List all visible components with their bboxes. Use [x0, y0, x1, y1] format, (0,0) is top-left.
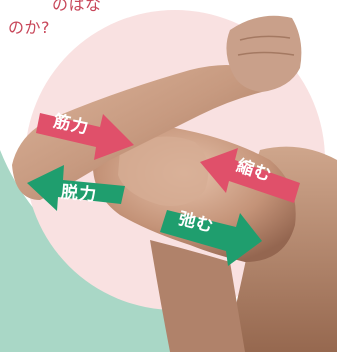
forearm — [12, 65, 262, 200]
arrow-relax-force — [27, 165, 125, 211]
label-relax-force: 脱力 — [60, 182, 98, 206]
bicep — [118, 136, 209, 206]
caption-line-2: のか? — [8, 18, 50, 37]
side-torso — [150, 240, 245, 352]
caption-line-1: のはな — [52, 0, 102, 14]
arrow-contract — [200, 148, 300, 203]
arrow-contract-force — [36, 113, 134, 160]
fist — [226, 15, 302, 92]
arrow-extend — [160, 210, 262, 266]
caption: のはな のか? — [0, 0, 337, 60]
